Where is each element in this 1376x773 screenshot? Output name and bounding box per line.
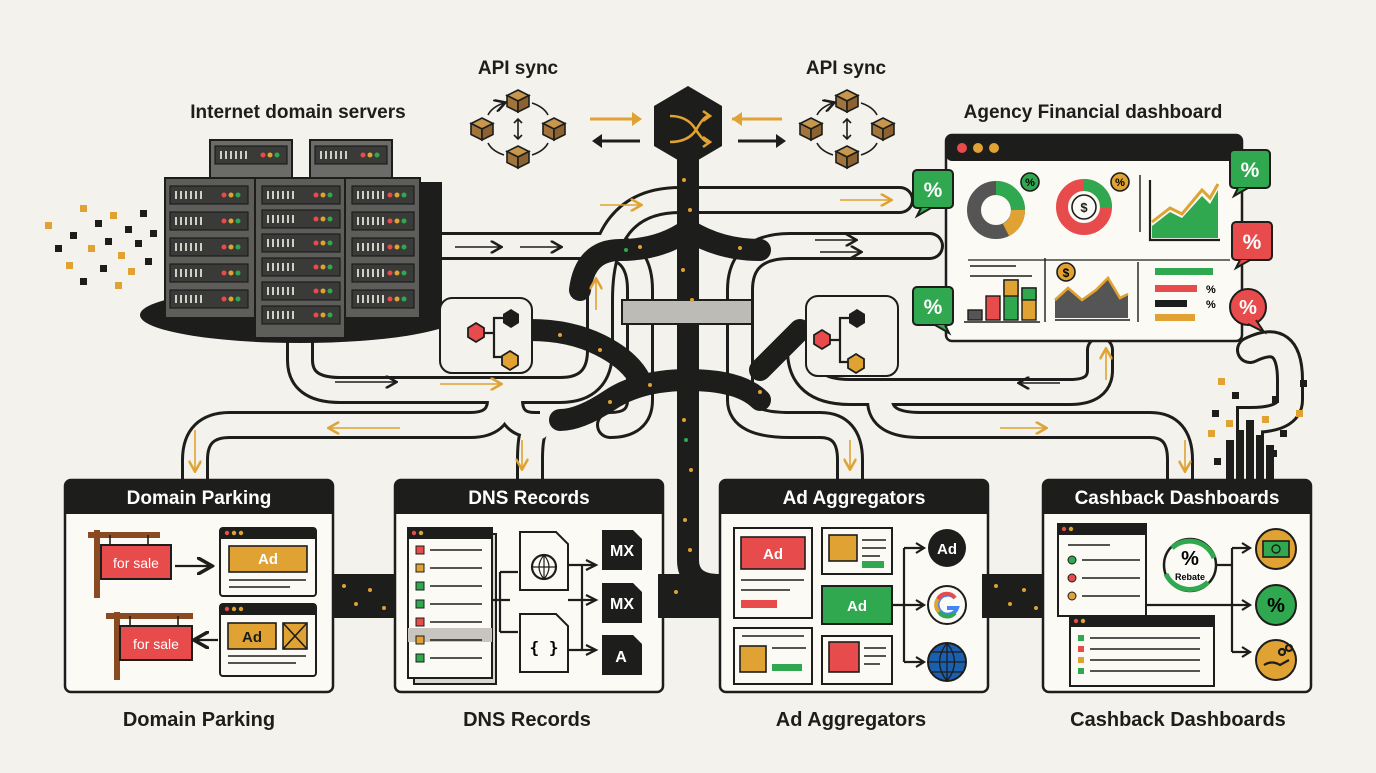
server-slot [169,263,249,283]
code-braces: { } [530,638,559,657]
sync-arrows-right [732,112,786,148]
bubble-percent-2: % [1241,159,1260,182]
ads-contents: Ad Ad Ad [733,527,967,685]
ad-slot-1: Ad [258,551,278,568]
caption-domain-parking: Domain Parking [123,709,275,731]
mini-pct-2: % [1115,177,1125,189]
panel-header-ads: Ad Aggregators [783,488,926,509]
globe-icon [530,553,558,581]
record-a: A [615,649,627,666]
sync-arrows-left [590,112,642,148]
panel-header-cashback: Cashback Dashboards [1075,488,1280,509]
servers-title: Internet domain servers [190,102,405,123]
pie-chart-icon: $ % [1056,172,1130,235]
hand-coins-icon [1255,639,1297,681]
server-slot [169,237,249,257]
cashback-percent: % [1267,595,1285,617]
data-pixels-left [45,205,157,289]
parking-contents: for sale for sale Ad Ad [88,527,317,680]
server-slot [261,233,341,253]
percent-icon: % [1231,221,1273,271]
server-slot [261,281,341,301]
ad-card-red: Ad [763,546,783,563]
servers-cluster [140,139,460,343]
server-slot [314,145,388,165]
cube-cycle-icon [798,89,896,170]
google-icon [927,585,967,625]
rebate-cycle-icon: % Rebate [1162,537,1218,593]
for-sale-sign-2: for sale [133,636,179,652]
api-sync-right-title: API sync [806,58,887,79]
sign-icon: for sale [106,612,193,680]
caption-dns-records: DNS Records [463,709,591,731]
server-slot [261,305,341,325]
server-slot [261,209,341,229]
percent-icon: % [912,169,954,219]
ad-badge: Ad [937,541,957,558]
shuffle-icon [654,86,722,166]
server-slot [169,289,249,309]
panel-header-dns: DNS Records [468,488,589,509]
caption-cashback-dashboards: Cashback Dashboards [1070,709,1286,731]
caption-ad-aggregators: Ad Aggregators [776,709,926,731]
flow-roads [181,139,1304,596]
server-slot [261,257,341,277]
percent-icon: % [1229,149,1271,199]
sign-icon: for sale [88,530,172,598]
dollar-1: $ [1080,200,1088,215]
server-slot [169,211,249,231]
server-slot [214,145,288,165]
globe-icon [927,642,967,682]
bubble-percent-5: % [1239,297,1257,319]
dollar-2: $ [1063,266,1070,280]
api-sync-left-title: API sync [478,58,559,79]
mini-pct-1: % [1025,177,1035,189]
legend-bars: % % [1155,268,1216,321]
bubble-percent-1: % [924,179,943,202]
area-chart-icon: $ [1054,262,1130,321]
financial-dashboard: % $ % $ [912,133,1273,343]
pie-chart-icon: % [967,172,1040,239]
growth-chart-icon [1148,180,1220,242]
money-icon [1255,528,1297,570]
percent-icon: % [1255,584,1297,626]
data-pixels-right [1208,378,1307,480]
record-mx-1: MX [610,543,634,560]
for-sale-sign-1: for sale [113,555,159,571]
dns-contents: { } MX MX A [407,527,642,685]
router-node-left [439,297,533,374]
pct-legend-1: % [1206,284,1216,296]
server-slot [169,185,249,205]
ad-slot-2: Ad [242,629,262,646]
cashback-contents: % Rebate % [1057,523,1297,687]
panel-connectors [334,574,1044,618]
record-mx-2: MX [610,596,634,613]
cube-cycle-icon [469,89,567,170]
bar-chart-icon [964,279,1040,323]
ad-card-green: Ad [847,598,867,615]
rebate-label: Rebate [1175,572,1205,582]
percent-icon: % [912,286,954,336]
bubble-percent-4: % [924,296,943,319]
server-slot [261,185,341,205]
rebate-percent: % [1181,548,1199,570]
dashboard-title: Agency Financial dashboard [964,102,1223,123]
router-node-right [805,295,899,377]
pct-legend-2: % [1206,299,1216,311]
bubble-percent-3: % [1243,231,1262,254]
percent-icon: % [1229,288,1267,335]
panel-header-parking: Domain Parking [127,488,272,509]
